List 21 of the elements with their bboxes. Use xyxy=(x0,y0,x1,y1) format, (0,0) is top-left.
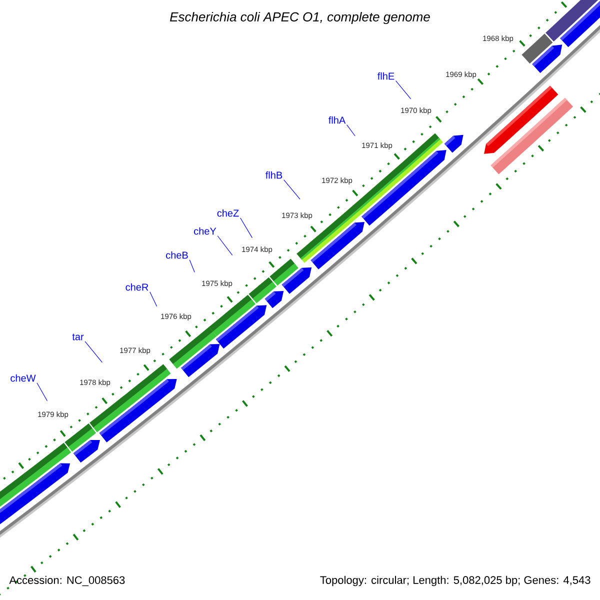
gene-label: cheB xyxy=(166,251,188,259)
gene-label: cheR xyxy=(126,283,148,291)
gene-label: tar xyxy=(72,334,84,340)
leader-line xyxy=(346,124,356,136)
genome-info-label: Topology: circular; Length: 5,082,025 bp; Genes: 4,543 xyxy=(320,576,590,586)
leader-line xyxy=(284,180,300,200)
leader-line xyxy=(36,382,48,402)
gene-label: cheW xyxy=(10,374,36,382)
accession-label: Accession: NC_008563 xyxy=(9,576,125,586)
leader-line xyxy=(189,260,195,272)
gene-label: flhA xyxy=(328,116,346,124)
leader-line xyxy=(150,292,158,307)
leader-line xyxy=(240,218,252,238)
gene-label: cheY xyxy=(194,227,216,235)
gene-label: cheZ xyxy=(217,209,239,217)
gene-label: flhE xyxy=(378,72,394,80)
leader-line xyxy=(84,341,102,363)
leader-line xyxy=(396,80,412,100)
title: Escherichia coli APEC O1, complete genome xyxy=(170,12,430,24)
leader-line xyxy=(217,236,233,256)
gene-label: flhB xyxy=(266,171,282,179)
